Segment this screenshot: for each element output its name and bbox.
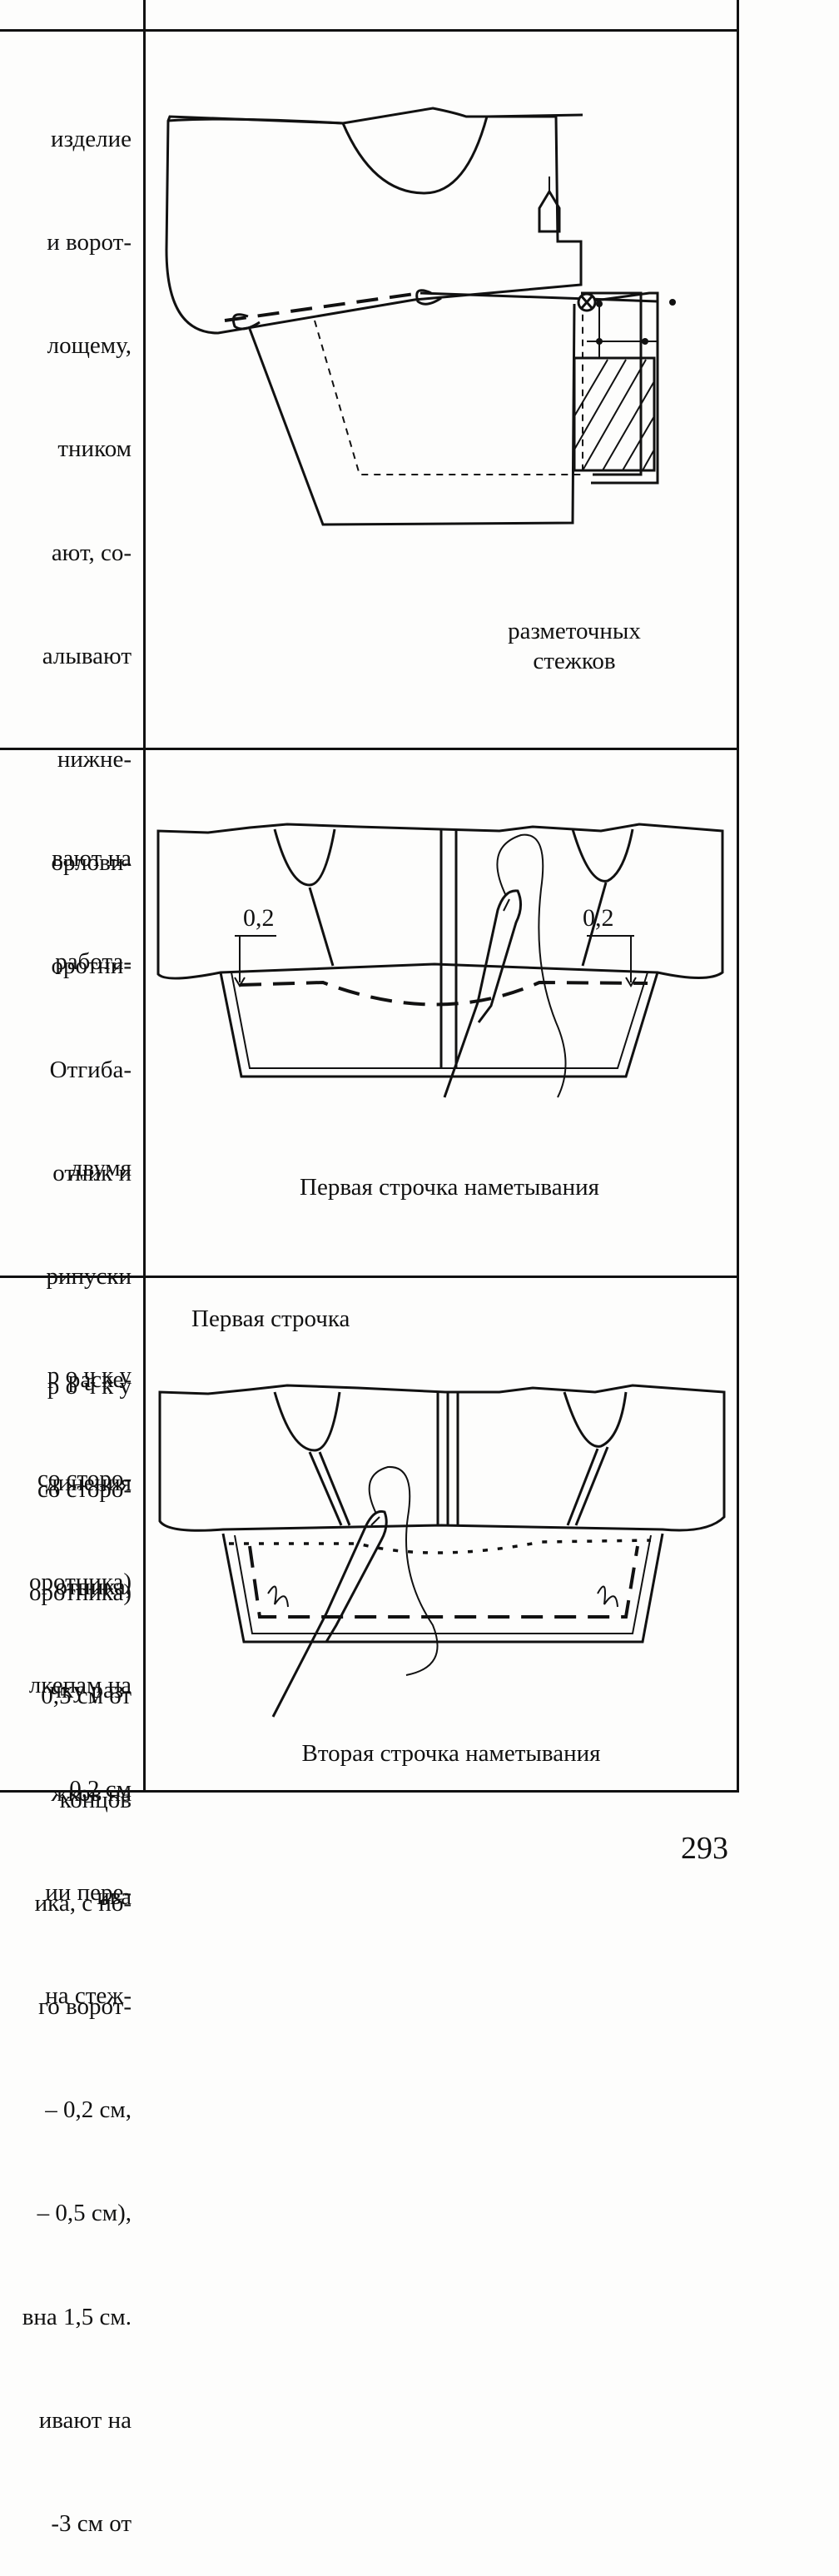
row3-header-caption: Первая строчка <box>191 1305 350 1332</box>
basting-line-upper <box>229 1539 652 1554</box>
collar-outer <box>221 1533 664 1644</box>
figure-collar-marking <box>165 107 676 526</box>
basting-line <box>239 980 648 1007</box>
basting-line-lower <box>248 1545 639 1619</box>
row-divider-2 <box>0 1276 739 1278</box>
pin-marker <box>538 189 561 233</box>
collar-outline <box>248 303 576 526</box>
collar-seam-line <box>314 312 583 475</box>
needle <box>271 1509 388 1718</box>
garment-top-edge <box>167 113 583 125</box>
left-neckline <box>273 1391 341 1452</box>
needle <box>443 889 522 1098</box>
row2-caption: Первая строчка наметывания <box>300 1174 599 1201</box>
collar-inner <box>234 1534 652 1634</box>
garment-outline <box>158 1384 726 1532</box>
thread <box>496 833 567 1098</box>
stitch-mark-left <box>267 1585 289 1608</box>
pin-1 <box>231 313 261 331</box>
row-divider-1 <box>0 748 739 750</box>
row-divider-top <box>0 29 739 32</box>
thread <box>368 1465 439 1676</box>
table-bottom-border <box>0 1790 739 1793</box>
left-neckline <box>273 828 336 887</box>
page-number: 293 <box>681 1831 728 1866</box>
hatching <box>573 359 655 471</box>
row1-caption-line1: разметочных стежков <box>508 618 641 674</box>
garment-outline <box>156 823 724 980</box>
pin-2 <box>415 289 442 306</box>
figure-first-basting: 0,2 0,2 <box>156 823 724 1098</box>
stitch-mark-right <box>597 1585 618 1608</box>
collar-outer <box>219 972 659 1078</box>
neckline <box>341 116 489 195</box>
row1-text: изделие и ворот- лощему, тником ают, со-… <box>42 125 132 1911</box>
right-neckline <box>563 1391 628 1448</box>
dimension-label-left: 0,2 <box>243 904 275 932</box>
garment-outline <box>165 107 583 335</box>
dimension-label-right: 0,2 <box>583 904 614 932</box>
loop-strap <box>581 291 659 485</box>
collar-inner <box>231 972 648 1069</box>
right-neckline <box>571 828 634 883</box>
column-divider <box>143 0 146 1792</box>
row3-caption: Вторая строчка наметывания <box>301 1740 601 1767</box>
table-right-border <box>737 0 739 1792</box>
figure-second-basting <box>158 1384 726 1718</box>
